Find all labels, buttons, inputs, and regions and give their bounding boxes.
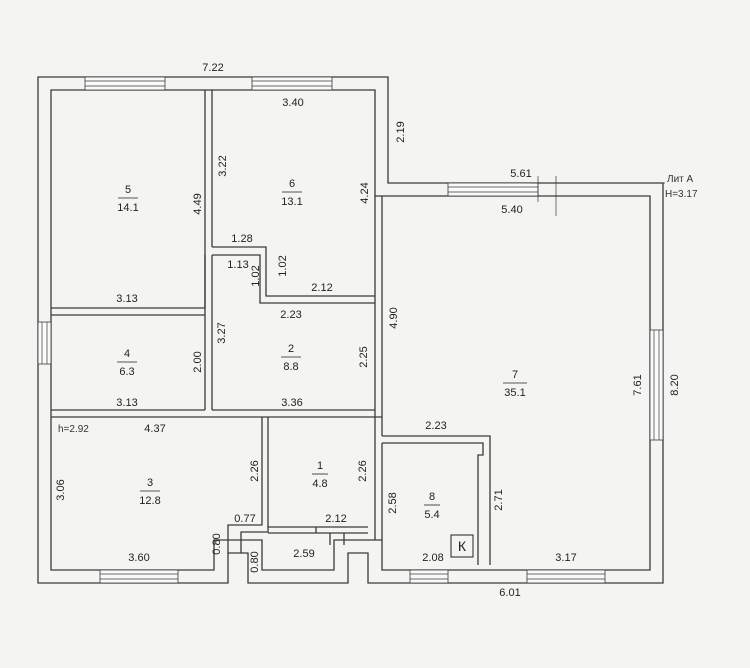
dim-label: 4.90 xyxy=(388,307,400,328)
dim-label: 2.71 xyxy=(493,489,505,510)
dim-label: 4.37 xyxy=(144,423,165,435)
room-1-area: 4.8 xyxy=(312,478,327,490)
section-marker xyxy=(530,176,578,216)
lit-title: Лит А xyxy=(667,174,694,185)
dim-label: 6.01 xyxy=(499,587,520,599)
stove-mark: К xyxy=(450,534,474,558)
room-3-height: h=2.92 xyxy=(58,424,89,435)
room-1-number: 1 xyxy=(317,460,323,472)
window-bottom-right xyxy=(526,569,606,584)
room-5-area: 14.1 xyxy=(117,202,138,214)
room-label-4: 4 6.3 xyxy=(117,348,137,378)
dim-label: 0.80 xyxy=(211,533,223,554)
window-top-middle xyxy=(251,76,333,91)
dim-label: 3.60 xyxy=(128,552,149,564)
windows xyxy=(37,76,664,584)
dim-label: 1.02 xyxy=(250,265,262,286)
room-label-2: 2 8.8 xyxy=(281,343,301,373)
dim-label: 2.12 xyxy=(311,282,332,294)
dim-label: 5.61 xyxy=(510,168,531,180)
lit-height: H=3.17 xyxy=(665,189,698,200)
dim-label: 8.20 xyxy=(669,374,681,395)
dim-label: 3.27 xyxy=(216,322,228,343)
dim-label: 5.40 xyxy=(501,204,522,216)
room-label-8: 8 5.4 xyxy=(424,491,440,521)
dim-label: 3.17 xyxy=(555,552,576,564)
dim-label: 2.12 xyxy=(325,513,346,525)
window-right xyxy=(649,329,664,441)
dim-label: 1.28 xyxy=(231,233,252,245)
room-8-area: 5.4 xyxy=(424,509,439,521)
room-7-area: 35.1 xyxy=(504,387,525,399)
room-label-5: 5 14.1 xyxy=(117,184,138,214)
dim-label: 2.26 xyxy=(357,460,369,481)
room-2-area: 8.8 xyxy=(283,361,298,373)
dim-label: 3.40 xyxy=(282,97,303,109)
dim-label: 2.23 xyxy=(425,420,446,432)
dim-label: 3.36 xyxy=(281,397,302,409)
room-label-6: 6 13.1 xyxy=(281,178,302,208)
room-3-area: 12.8 xyxy=(139,495,160,507)
room-4-area: 6.3 xyxy=(119,366,134,378)
room-6-number: 6 xyxy=(289,178,295,190)
dim-label: 1.13 xyxy=(227,259,248,271)
room-label-3: 3 12.8 xyxy=(139,477,160,507)
dim-label: 2.23 xyxy=(280,309,301,321)
dim-label: 3.13 xyxy=(116,397,137,409)
dim-label: 0.80 xyxy=(249,551,261,572)
interior-walls xyxy=(51,90,491,565)
dim-label: 3.06 xyxy=(55,479,67,500)
room-8-number: 8 xyxy=(429,491,435,503)
window-top-left xyxy=(84,76,166,91)
room-5-number: 5 xyxy=(125,184,131,196)
room-labels: 5 14.1 6 13.1 4 6.3 2 8.8 7 35.1 3 12.8 xyxy=(117,178,527,521)
dim-label: 2.00 xyxy=(192,351,204,372)
window-bottom-left xyxy=(99,569,179,584)
stove-label: К xyxy=(458,538,467,554)
room-2-number: 2 xyxy=(288,343,294,355)
room-6-area: 13.1 xyxy=(281,196,302,208)
room-4-number: 4 xyxy=(124,348,130,360)
dim-label: 4.49 xyxy=(192,193,204,214)
window-top-right xyxy=(447,182,539,197)
dim-label: 2.58 xyxy=(387,492,399,513)
window-bottom-middle xyxy=(409,569,449,584)
room-label-7: 7 35.1 xyxy=(503,369,527,399)
room-7-number: 7 xyxy=(512,369,518,381)
dim-label: 7.61 xyxy=(632,374,644,395)
dim-label: 2.26 xyxy=(249,460,261,481)
outer-walls xyxy=(37,76,664,584)
dim-label: 3.22 xyxy=(217,155,229,176)
room-3-number: 3 xyxy=(147,477,153,489)
dim-label: 7.22 xyxy=(202,62,223,74)
dim-label: 0.77 xyxy=(234,513,255,525)
dim-label: 2.19 xyxy=(395,121,407,142)
room-label-1: 1 4.8 xyxy=(312,460,328,490)
dim-label: 2.08 xyxy=(422,552,443,564)
dim-label: 4.24 xyxy=(359,182,371,203)
window-left xyxy=(37,321,52,365)
dim-label: 2.25 xyxy=(358,346,370,367)
dim-label: 3.13 xyxy=(116,293,137,305)
dim-label: 2.59 xyxy=(293,548,314,560)
dimension-labels: 7.22 3.40 2.19 5.61 5.40 3.22 4.49 4.24 … xyxy=(55,62,681,599)
dim-label: 1.02 xyxy=(277,255,289,276)
